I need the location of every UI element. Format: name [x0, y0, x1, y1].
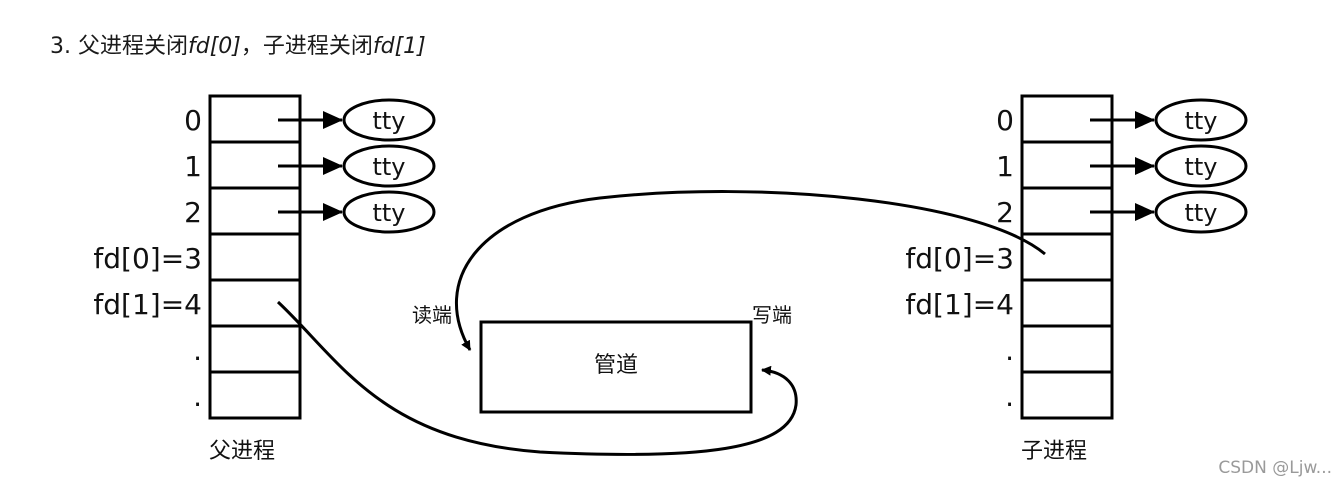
child-fd-label: . [1005, 380, 1014, 413]
parent-fd-label: fd[1]=4 [93, 288, 202, 321]
diagram-title: 3. 父进程关闭fd[0]，子进程关闭fd[1] [50, 28, 426, 60]
child-tty-node [1154, 144, 1248, 188]
child-caption: 子进程 [1021, 439, 1087, 464]
watermark: CSDN @Ljw... [1218, 458, 1332, 478]
child-read-connection [454, 190, 1046, 351]
read-end-label: 读端 [412, 303, 452, 327]
title-fd1: fd[1] [372, 34, 426, 59]
parent-tty-label: tty [372, 107, 405, 135]
parent-fd-label: 1 [184, 150, 202, 183]
parent-table-frame [208, 94, 302, 420]
title-separator: ，子进程关闭 [240, 34, 373, 59]
pipe-box [479, 320, 753, 414]
child-fd-table: 0 1 2 fd[0]=3 fd[1]=4.. tty tty tty [905, 94, 1248, 420]
parent-write-connection [276, 300, 798, 456]
child-table-frame [1020, 94, 1114, 420]
parent-fd-label: 2 [184, 196, 202, 229]
parent-tty-node [342, 98, 436, 142]
pipe-label: 管道 [594, 353, 638, 378]
parent-fd-table: 0 1 2 fd[0]=3 fd[1]=4.. tty tty tty [93, 94, 436, 420]
child-fd-label: 0 [996, 104, 1014, 137]
parent-tty-label: tty [372, 199, 405, 227]
child-tty-label: tty [1184, 153, 1217, 181]
title-prefix: 3. 父进程关闭 [50, 34, 188, 59]
child-fd-label: . [1005, 334, 1014, 367]
child-fd-label: fd[1]=4 [905, 288, 1014, 321]
parent-caption: 父进程 [209, 439, 275, 464]
child-fd-label: 1 [996, 150, 1014, 183]
parent-tty-label: tty [372, 153, 405, 181]
child-tty-node [1154, 98, 1248, 142]
parent-fd-label: . [193, 334, 202, 367]
child-fd-label: fd[0]=3 [905, 242, 1014, 275]
parent-fd-label: fd[0]=3 [93, 242, 202, 275]
parent-fd-label: . [193, 380, 202, 413]
parent-tty-node [342, 144, 436, 188]
child-tty-label: tty [1184, 107, 1217, 135]
parent-fd-label: 0 [184, 104, 202, 137]
child-tty-label: tty [1184, 199, 1217, 227]
title-fd0: fd[0] [187, 34, 241, 59]
child-fd-label: 2 [996, 196, 1014, 229]
child-tty-node [1154, 190, 1248, 234]
write-end-label: 写端 [752, 303, 792, 327]
parent-tty-node [342, 190, 436, 234]
